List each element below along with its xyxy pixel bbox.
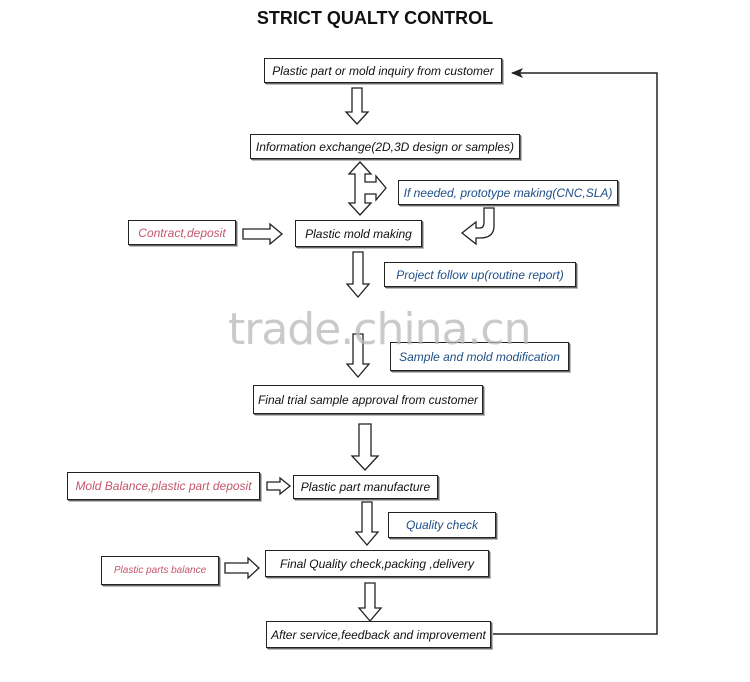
arrow-right-mold-balance [266, 476, 292, 496]
arrow-down-5 [350, 423, 380, 471]
step-inquiry: Plastic part or mold inquiry from custom… [264, 58, 502, 83]
arrow-down-7 [357, 582, 383, 623]
arrow-down-4 [345, 333, 371, 379]
input-contract-deposit: Contract,deposit [128, 220, 236, 245]
arrow-down-6 [354, 501, 380, 547]
step-trial-approval: Final trial sample approval from custome… [253, 385, 483, 414]
arrow-double-branch [347, 161, 387, 216]
arrow-down-1 [344, 87, 370, 125]
step-information-exchange: Information exchange(2D,3D design or sam… [250, 134, 520, 159]
step-mold-making: Plastic mold making [295, 220, 422, 247]
step-after-service: After service,feedback and improvement [266, 621, 491, 648]
step-part-manufacture: Plastic part manufacture [293, 475, 438, 499]
note-prototype-making: If needed, prototype making(CNC,SLA) [398, 180, 618, 205]
arrow-down-3 [345, 251, 371, 299]
note-sample-modification: Sample and mold modification [390, 342, 569, 371]
input-mold-balance: Mold Balance,plastic part deposit [67, 472, 260, 500]
feedback-loop-line [491, 68, 658, 635]
arrow-right-parts-balance [224, 556, 260, 580]
note-project-follow-up: Project follow up(routine report) [384, 262, 576, 287]
arrow-right-contract [242, 222, 284, 246]
watermark-logo: trade.china.cn [228, 304, 532, 355]
diagram-title: STRICT QUALTY CONTROL [256, 8, 494, 28]
note-quality-check: Quality check [388, 512, 496, 538]
input-parts-balance: Plastic parts balance [101, 556, 219, 585]
arrow-curved-prototype [460, 207, 495, 246]
step-final-quality-check: Final Quality check,packing ,delivery [265, 550, 489, 577]
